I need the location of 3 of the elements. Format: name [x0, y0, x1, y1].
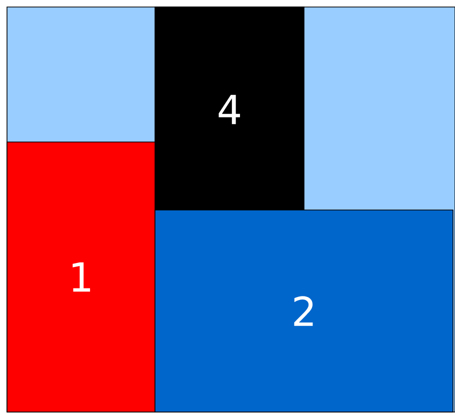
numbered-block: 2 [154, 210, 454, 412]
numbered-block: 1 [6, 142, 156, 412]
numbered-block: 4 [154, 6, 304, 212]
